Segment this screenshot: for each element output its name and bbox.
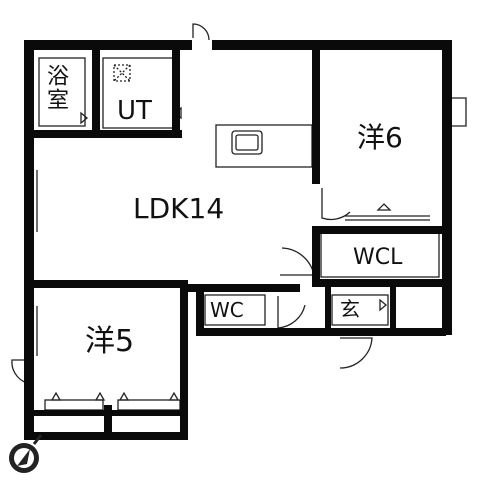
label-toilet: WC bbox=[210, 298, 244, 322]
toilet-outline bbox=[204, 294, 266, 326]
door-ldk bbox=[321, 188, 351, 221]
door-wc bbox=[277, 296, 306, 329]
bath-outline bbox=[38, 57, 86, 127]
kitchen-sink-icon bbox=[215, 124, 313, 168]
door-wcl bbox=[280, 247, 315, 276]
label-entrance: 玄 bbox=[340, 297, 360, 321]
label-ldk: LDK14 bbox=[133, 192, 225, 225]
label-utility: UT bbox=[117, 96, 152, 126]
label-western-5: 洋5 bbox=[85, 324, 135, 359]
label-walk-in-closet: WCL bbox=[353, 245, 403, 270]
walls bbox=[24, 40, 452, 440]
north-compass-icon bbox=[9, 434, 43, 473]
door-top bbox=[192, 23, 210, 41]
closet-door-right bbox=[117, 399, 181, 411]
door-right bbox=[452, 97, 467, 127]
door-entrance bbox=[339, 337, 373, 369]
label-western-6: 洋6 bbox=[357, 121, 403, 154]
entrance-outline bbox=[331, 294, 389, 326]
closet-door-left bbox=[44, 399, 104, 411]
label-bath: 浴室 bbox=[43, 64, 68, 112]
washing-machine-icon bbox=[113, 64, 131, 82]
